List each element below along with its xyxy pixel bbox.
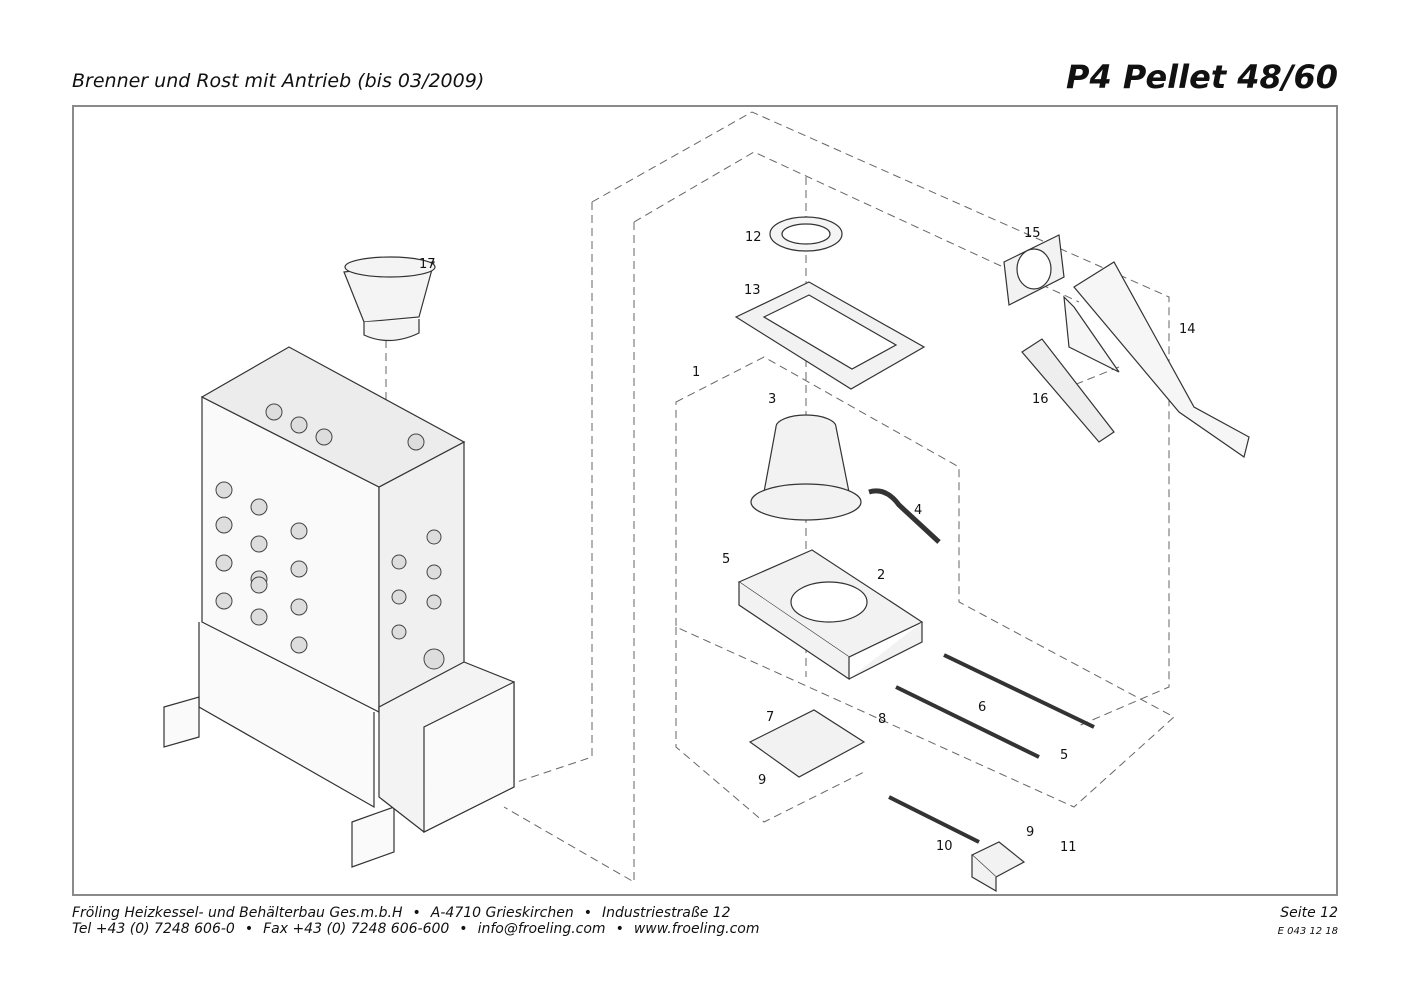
part-2-frame [737, 549, 924, 681]
exploded-parts-diagram: 12 13 15 14 16 1 3 4 5 2 6 7 8 5 9 9 10 … [163, 111, 1250, 893]
inner-dashed-left [503, 222, 635, 883]
callout-17: 17 [419, 257, 436, 272]
footer-company: Fröling Heizkessel- und Behälterbau Ges.… [72, 905, 403, 921]
callout-15: 15 [1024, 226, 1041, 241]
callout-3: 3 [768, 392, 776, 407]
footer-street: Industriestraße 12 [601, 905, 731, 921]
callout-7: 7 [766, 710, 774, 725]
callout-1: 1 [692, 365, 700, 380]
callout-8: 8 [878, 712, 886, 727]
footer-address-line: Fröling Heizkessel- und Behälterbau Ges.… [72, 905, 731, 921]
outer-dashed-outline [591, 111, 1170, 728]
callout-14: 14 [1179, 322, 1196, 337]
footer-city: A-4710 Grieskirchen [430, 905, 574, 921]
footer-separator: • [583, 905, 592, 921]
footer-contact-line: Tel +43 (0) 7248 606-0 • Fax +43 (0) 7248 … [72, 921, 760, 937]
footer-tel: Tel +43 (0) 7248 606-0 [72, 921, 235, 937]
callout-10: 10 [936, 839, 953, 854]
footer-separator: • [412, 905, 421, 921]
boiler-body [163, 346, 515, 868]
inner-dashed-outline [633, 151, 1080, 303]
page-title: P4 Pellet 48/60 [1066, 58, 1338, 96]
footer-separator: • [244, 921, 254, 937]
page-subtitle: Brenner und Rost mit Antrieb (bis 03/200… [72, 70, 485, 92]
burner-group-outline [675, 356, 1175, 808]
part-14-bracket [1063, 261, 1250, 458]
callout-13: 13 [744, 283, 761, 298]
callout-9-actuator: 9 [1026, 825, 1034, 840]
footer-email: info@froeling.com [477, 921, 606, 937]
part-17-funnel [343, 256, 436, 342]
callout-16: 16 [1032, 392, 1049, 407]
document-code: E 043 12 18 [1277, 926, 1338, 937]
callout-5-lower: 5 [1060, 748, 1068, 763]
boiler-holes [215, 403, 445, 670]
footer-web: www.froeling.com [633, 921, 760, 937]
diagram-frame: 12 13 15 14 16 1 3 4 5 2 6 7 8 5 9 9 10 … [72, 105, 1338, 896]
callout-2: 2 [877, 568, 885, 583]
part-10-actuator [888, 795, 1026, 893]
footer-separator: • [459, 921, 468, 937]
callout-6: 6 [978, 700, 986, 715]
callout-12: 12 [745, 230, 762, 245]
outer-dashed-left [501, 202, 593, 788]
part-15-flange [1003, 234, 1065, 306]
part-6-rods [895, 653, 1095, 759]
callout-11: 11 [1060, 840, 1077, 855]
callout-4: 4 [914, 503, 922, 518]
callout-labels: 12 13 15 14 16 1 3 4 5 2 6 7 8 5 9 9 10 … [419, 226, 1196, 855]
page-number: Seite 12 [1280, 905, 1338, 921]
part-7-grate [748, 709, 866, 778]
callout-5-upper: 5 [722, 552, 730, 567]
part-12-ring [769, 216, 843, 252]
footer-separator: • [615, 921, 624, 937]
part-13-plate [734, 281, 926, 390]
grate-group-outline [675, 627, 865, 823]
part-4-hose [868, 488, 941, 544]
callout-9-grate: 9 [758, 773, 766, 788]
part-3-burner-cone [750, 414, 862, 521]
part-16-channel [1021, 338, 1115, 443]
footer-fax: Fax +43 (0) 7248 606-600 [263, 921, 450, 937]
